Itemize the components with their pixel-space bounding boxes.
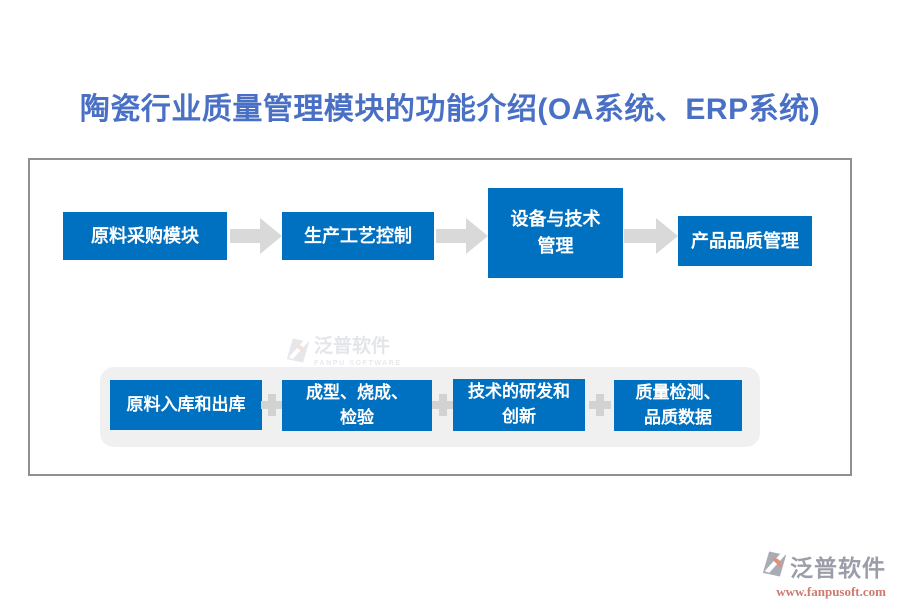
right-arrow-icon (436, 218, 488, 254)
flow-node-production-process-control: 生产工艺控制 (282, 212, 434, 260)
footer-logo: 泛普软件 www.fanpusoft.com (736, 549, 886, 600)
flow-node-raw-material-in-out-warehouse: 原料入库和出库 (110, 380, 262, 430)
center-watermark: 泛普软件 FANPU SOFTWARE (286, 336, 402, 369)
footer-logo-name: 泛普软件 (790, 555, 886, 581)
watermark-subtitle: FANPU SOFTWARE (314, 359, 402, 367)
page-title: 陶瓷行业质量管理模块的功能介绍(OA系统、ERP系统) (79, 93, 821, 126)
flow-node-technology-rd-innovation: 技术的研发和 创新 (453, 379, 585, 431)
fanpu-logo-icon (762, 550, 787, 583)
right-arrow-icon (230, 218, 282, 254)
flow-node-equipment-technology-management: 设备与技术 管理 (488, 188, 623, 278)
flow-node-quality-testing-data: 质量检测、 品质数据 (614, 380, 742, 431)
footer-logo-url: www.fanpusoft.com (776, 584, 886, 599)
fanpu-logo-icon (286, 337, 310, 369)
plus-icon (261, 394, 283, 416)
flow-node-forming-firing-inspection: 成型、烧成、 检验 (282, 380, 432, 431)
right-arrow-icon (624, 218, 678, 254)
watermark-name: 泛普软件 (314, 336, 391, 357)
flow-node-product-quality-management: 产品品质管理 (678, 216, 812, 266)
flow-node-raw-material-purchase: 原料采购模块 (63, 212, 227, 260)
plus-icon (432, 394, 454, 416)
plus-icon (589, 394, 611, 416)
